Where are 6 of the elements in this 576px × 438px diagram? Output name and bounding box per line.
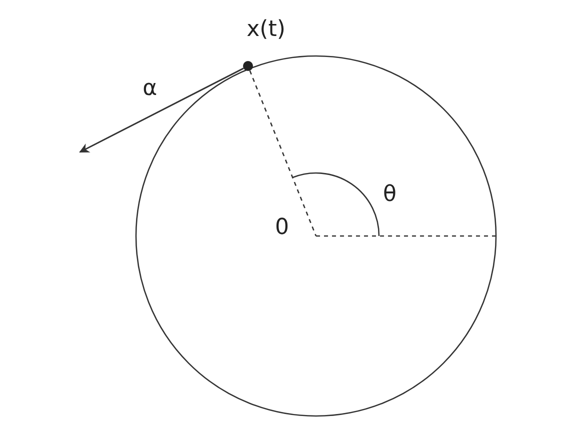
- arrow: [79, 68, 244, 153]
- point-label: x(t): [246, 18, 286, 42]
- radius-line: [249, 70, 317, 236]
- center-label: 0: [275, 216, 289, 240]
- angle-label: θ: [383, 183, 396, 207]
- edge-label: α: [142, 77, 158, 102]
